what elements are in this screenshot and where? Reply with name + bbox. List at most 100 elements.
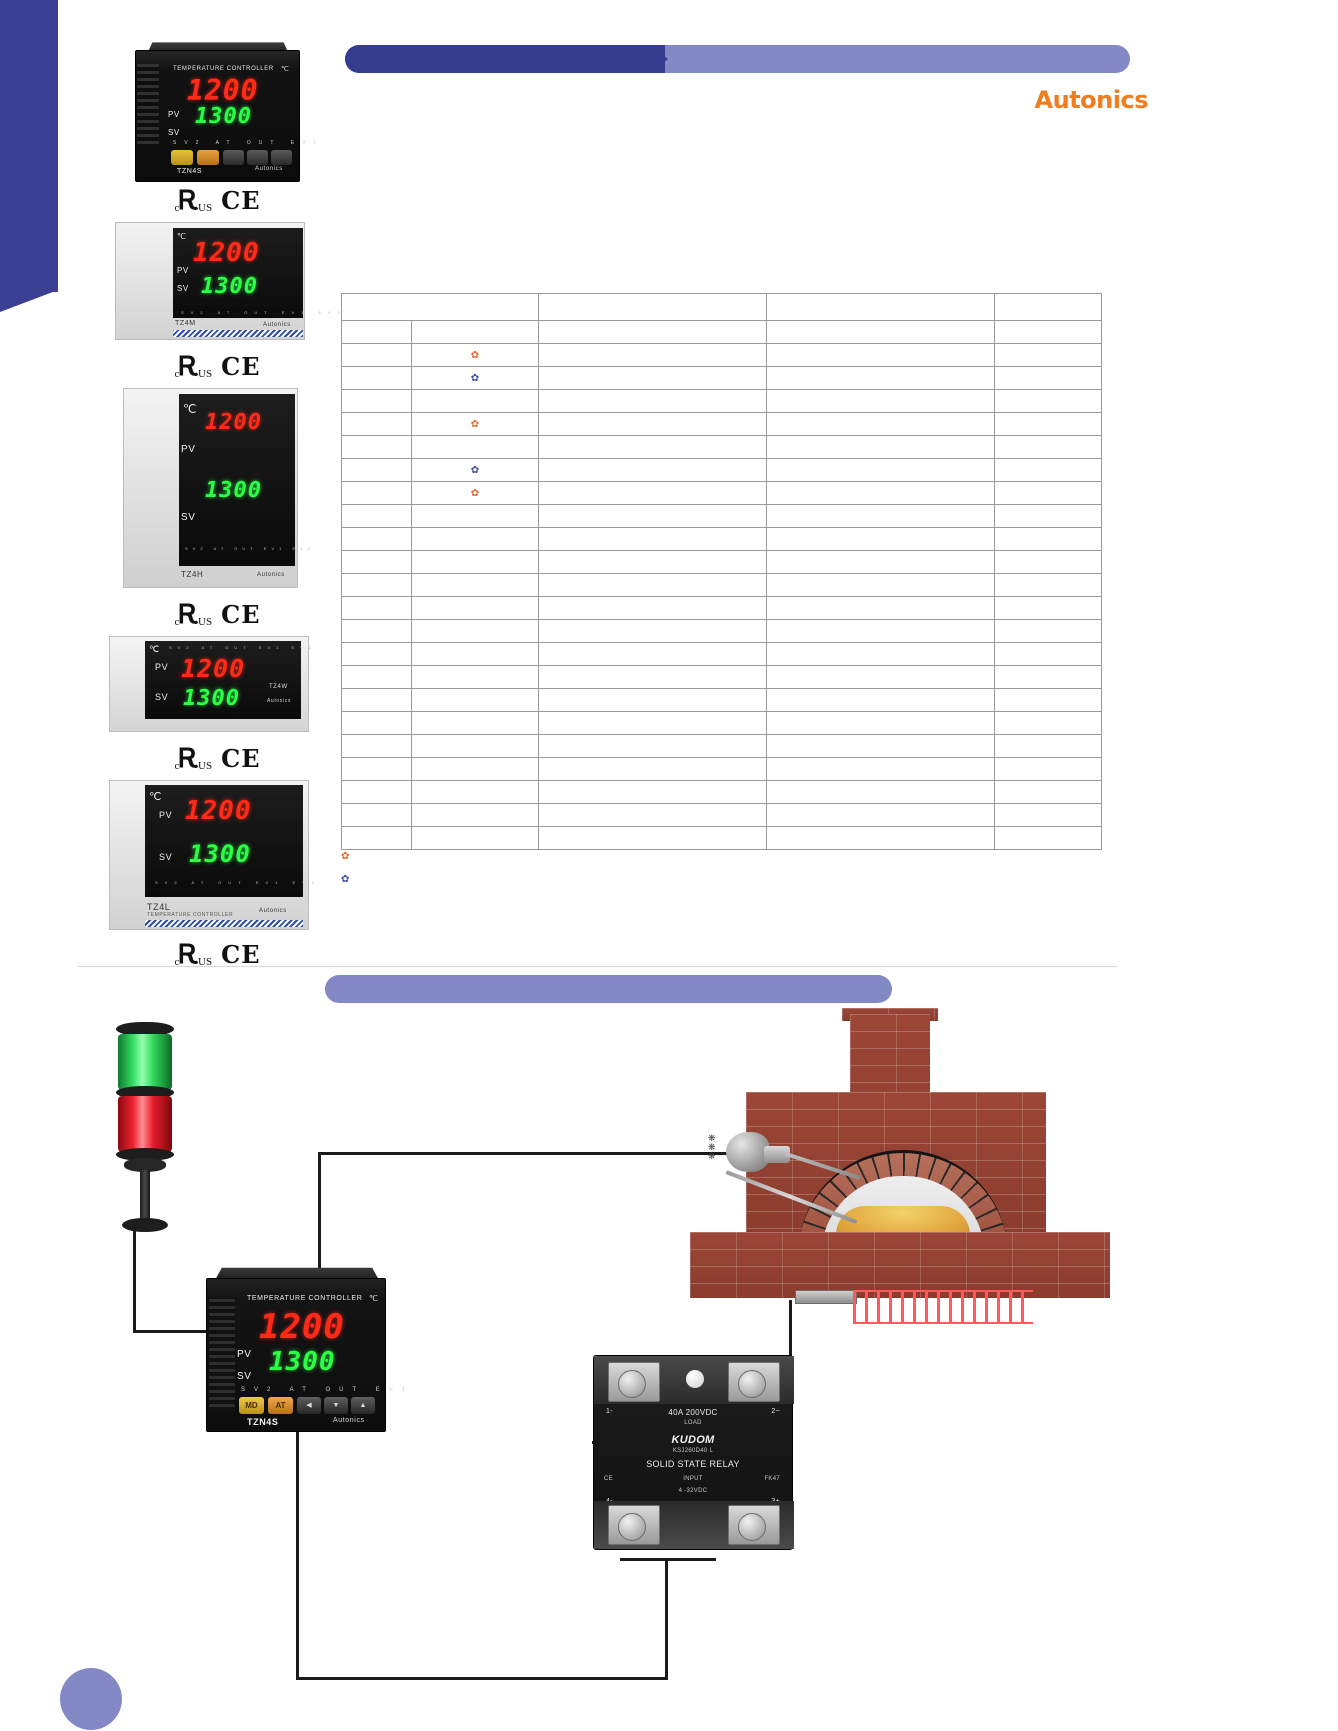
controller-key-up[interactable]: ▲ — [351, 1397, 375, 1414]
brand-mark: Autonics — [263, 322, 291, 328]
table-row — [340, 757, 1102, 781]
table-cell-col4 — [765, 619, 996, 643]
unit-label: ℃ — [149, 791, 162, 803]
table-cell-col3 — [537, 320, 767, 344]
device-tz4w: ℃ SV2 AT OUT EV1 EV2 1200 PV 1300 SV TZ4… — [109, 636, 311, 744]
key-up[interactable] — [271, 150, 292, 165]
product-image-column: TEMPERATURE CONTROLLER ℃ 1200 PV 1300 SV… — [105, 38, 340, 976]
table-cell-col4 — [765, 504, 996, 528]
product-tz4m: ℃ 1200 PV 1300 SV SV2 AT OUT EV1 EV2 TZ4… — [105, 222, 340, 382]
table-cell-col1 — [340, 458, 413, 482]
table-cell-col3 — [537, 826, 767, 850]
table-cell-col1 — [340, 389, 413, 413]
table-cell-col3 — [537, 458, 767, 482]
product-tz4w: ℃ SV2 AT OUT EV1 EV2 1200 PV 1300 SV TZ4… — [105, 636, 330, 774]
table-cell-col2: ✿ — [411, 481, 539, 505]
table-cell-col3 — [537, 780, 767, 804]
table-cell-col3 — [537, 504, 767, 528]
table-cell-col3 — [537, 734, 767, 758]
ssr-terminal-2[interactable] — [728, 1362, 780, 1402]
table-cell-col2 — [411, 688, 539, 712]
table-row — [340, 619, 1102, 643]
page-number-bubble — [60, 1668, 122, 1730]
table-cell-col1 — [340, 550, 413, 574]
table-cell-col3 — [537, 803, 767, 827]
table-cell-col2 — [411, 803, 539, 827]
wire-controller-power-horizontal — [296, 1677, 668, 1680]
table-cell-col5 — [994, 688, 1102, 712]
table-cell-col3 — [537, 366, 767, 390]
table-cell-col1 — [340, 481, 413, 505]
controller-key-left[interactable]: ◀ — [297, 1397, 321, 1414]
controller-sv-display: 1300 — [269, 1347, 336, 1377]
table-row: ✿ — [340, 343, 1102, 367]
table-cell-col2 — [411, 550, 539, 574]
sv-display: 1300 — [195, 104, 252, 129]
wire-controller-power-vertical — [296, 1430, 299, 1680]
oven-base — [690, 1232, 1110, 1298]
table-cell-col2 — [411, 826, 539, 850]
ssr-terminal-3[interactable] — [728, 1505, 780, 1545]
controller-key-at[interactable]: AT — [268, 1397, 293, 1414]
ssr-status-led — [686, 1370, 704, 1388]
unit-label: ℃ — [177, 232, 187, 241]
table-cell-col4 — [765, 688, 996, 712]
product-tzn4s: TEMPERATURE CONTROLLER ℃ 1200 PV 1300 SV… — [105, 38, 330, 216]
controller-key-down[interactable]: ▼ — [324, 1397, 348, 1414]
table-cell-col5 — [994, 343, 1102, 367]
section-divider — [78, 966, 1118, 967]
brand-mark: Autonics — [255, 166, 283, 172]
table-row — [340, 688, 1102, 712]
key-md[interactable] — [171, 150, 193, 165]
controller-pv-display: 1200 — [259, 1307, 345, 1347]
tower-lamp-red-module — [118, 1096, 172, 1152]
sv-display: 1300 — [183, 686, 240, 711]
sv-label: SV — [168, 128, 180, 137]
pv-label: PV — [155, 662, 169, 672]
controller-key-md[interactable]: MD — [239, 1397, 264, 1414]
status-indicators: SV2 AT OUT EV1 EV2 — [169, 645, 318, 650]
table-row: ✿ — [340, 458, 1102, 482]
table-cell-col1 — [340, 757, 413, 781]
unit-label: ℃ — [183, 402, 198, 416]
table-cell-col2 — [411, 619, 539, 643]
key-left[interactable] — [223, 150, 244, 165]
table-cell-col3 — [537, 550, 767, 574]
table-cell-col2 — [411, 711, 539, 735]
star-marker-orange-icon: ✿ — [470, 349, 480, 361]
ssr-terminal-4[interactable] — [608, 1505, 660, 1545]
thermocouple-neck — [764, 1146, 790, 1163]
table-cell-col3 — [537, 757, 767, 781]
table-cell-col1 — [340, 803, 413, 827]
table-cell-col4 — [765, 343, 996, 367]
table-cell-col1 — [340, 527, 413, 551]
table-cell-col2: ✿ — [411, 343, 539, 367]
table-cell-col4 — [765, 780, 996, 804]
ssr-terminal-1[interactable] — [608, 1362, 660, 1402]
device-tzn4s: TEMPERATURE CONTROLLER ℃ 1200 PV 1300 SV… — [135, 38, 316, 186]
ssr-load-label: LOAD — [684, 1420, 702, 1426]
table-cell-col3 — [537, 389, 767, 413]
section-banner-top — [345, 45, 1130, 73]
table-row — [340, 320, 1102, 344]
table-cell-col1 — [340, 504, 413, 528]
table-cell-col4 — [765, 435, 996, 459]
table-cell-col1 — [340, 665, 413, 689]
table-cell-col1 — [340, 688, 413, 712]
table-cell-col4 — [765, 366, 996, 390]
table-cell-col2: ✿ — [411, 458, 539, 482]
model-label: TZ4W — [269, 684, 288, 690]
banner-dark-bar — [345, 45, 665, 73]
table-row: ✿ — [340, 412, 1102, 436]
page-number — [60, 1668, 122, 1730]
thermocouple-head — [726, 1132, 770, 1172]
table-cell-col4 — [765, 757, 996, 781]
key-down[interactable] — [247, 150, 268, 165]
section-banner-application — [325, 975, 892, 1003]
table-cell-col5 — [994, 458, 1102, 482]
table-cell-col5 — [994, 734, 1102, 758]
unit-label: ℃ — [281, 66, 290, 73]
key-at[interactable] — [197, 150, 219, 165]
